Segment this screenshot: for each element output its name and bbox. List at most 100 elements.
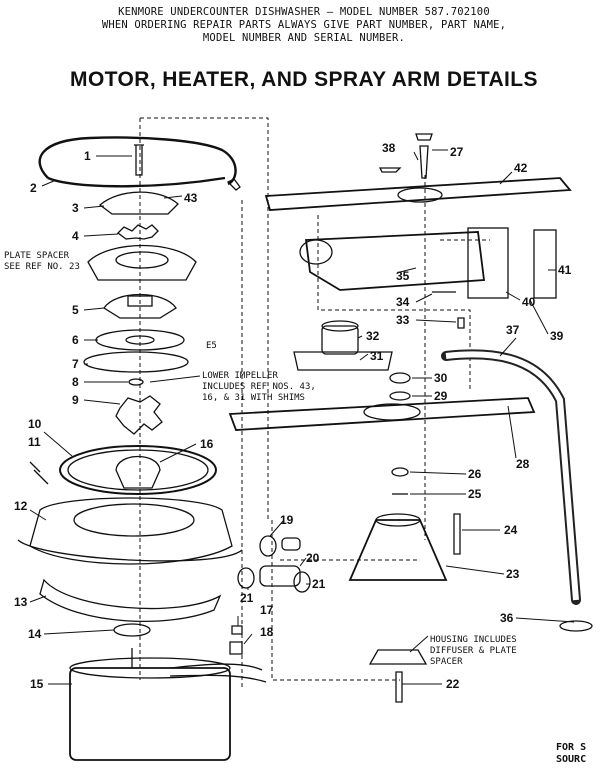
diffuser (368, 649, 428, 665)
callout-24: 24 (504, 523, 518, 537)
callout-11: 11 (28, 435, 41, 449)
part-9-impeller (115, 395, 163, 435)
part-5-bearing (103, 293, 177, 319)
footer-line-1: FOR S (556, 742, 587, 753)
callout-6: 6 (72, 333, 79, 347)
part-40-bracket (467, 227, 509, 299)
callout-34: 34 (396, 295, 410, 309)
heater-terminal (226, 178, 241, 191)
heater-element (38, 136, 237, 188)
callout-27: 27 (450, 145, 464, 159)
part-29-washer (389, 391, 411, 401)
part-31-spacer (293, 351, 393, 371)
note-housing-3: SPACER (430, 657, 463, 667)
callout-17: 17 (260, 603, 274, 617)
part-32-bearing (321, 325, 359, 355)
part-3-cap (98, 191, 179, 215)
callout-18: 18 (260, 625, 274, 639)
callout-8: 8 (72, 375, 79, 389)
callout-25: 25 (468, 487, 482, 501)
part-18-nut (229, 641, 243, 655)
part-16-cup (115, 456, 161, 489)
callout-15: 15 (30, 677, 44, 691)
callout-23: 23 (506, 567, 520, 581)
callout-1: 1 (84, 149, 91, 163)
callout-2: 2 (30, 181, 37, 195)
callout-numbers: 1 2 3 43 4 5 6 7 8 9 10 11 16 12 13 14 1… (14, 141, 572, 691)
callout-39: 39 (550, 329, 564, 343)
callout-33: 33 (396, 313, 410, 327)
callout-26: 26 (468, 467, 482, 481)
part-28-lower-spray-arm (228, 397, 536, 431)
callout-40: 40 (522, 295, 536, 309)
part-20-hose (259, 565, 301, 587)
callout-9: 9 (72, 393, 79, 407)
callout-22: 22 (446, 677, 460, 691)
callout-20: 20 (306, 551, 320, 565)
plate-spacer (87, 244, 197, 281)
part-11-screw (29, 461, 49, 485)
header-line-3: MODEL NUMBER AND SERIAL NUMBER. (202, 32, 406, 44)
diagram-title: MOTOR, HEATER, AND SPRAY ARM DETAILS (70, 68, 538, 91)
note-impeller-2: INCLUDES REF NOS. 43, (202, 382, 316, 392)
header-line-2: WHEN ORDERING REPAIR PARTS ALWAYS GIVE P… (101, 19, 507, 31)
callout-19: 19 (280, 513, 294, 527)
part-41-seal (533, 229, 557, 299)
part-21-clamp (237, 567, 255, 589)
drawing (17, 117, 593, 761)
part-35-manifold (304, 231, 486, 291)
callout-36: 36 (500, 611, 514, 625)
callout-30: 30 (434, 371, 448, 385)
callout-43: 43 (184, 191, 198, 205)
mark-e5: E5 (206, 341, 217, 351)
callout-28: 28 (516, 457, 530, 471)
callout-7: 7 (72, 357, 79, 371)
footer-text: FOR S SOURC (556, 742, 586, 766)
page-header: KENMORE UNDERCOUNTER DISHWASHER – MODEL … (0, 6, 608, 45)
callout-10: 10 (28, 417, 42, 431)
part-8-washer (128, 378, 144, 386)
part-17-screw (231, 625, 243, 635)
part-36-grommet (559, 620, 593, 632)
note-impeller-3: 16, & 31 WITH SHIMS (202, 393, 305, 403)
header-line-1: KENMORE UNDERCOUNTER DISHWASHER – MODEL … (118, 6, 490, 18)
callout-3: 3 (72, 201, 79, 215)
callout-5: 5 (72, 303, 79, 317)
note-impeller-1: LOWER IMPELLER (202, 371, 278, 381)
part-7-ring (83, 351, 189, 373)
note-plate-spacer-1: PLATE SPACER (4, 251, 70, 261)
part-19-clamp (259, 535, 277, 557)
callout-37: 37 (506, 323, 520, 337)
notes: PLATE SPACER SEE REF NO. 23 LOWER IMPELL… (4, 251, 517, 667)
part-4-gear (117, 224, 159, 240)
part-13-shroud (39, 578, 222, 622)
part-33-screw (457, 317, 465, 329)
footer-line-2: SOURC (556, 754, 587, 765)
note-plate-spacer-2: SEE REF NO. 23 (4, 262, 80, 272)
part-22-screw (395, 671, 403, 703)
part-15-motor (69, 667, 231, 761)
callout-29: 29 (434, 389, 448, 403)
part-12-pump-base (29, 497, 233, 565)
part-1-screw (134, 144, 144, 176)
part-10-gasket (59, 445, 217, 495)
part-27-bolt (415, 133, 433, 179)
part-14-seal (113, 623, 151, 637)
part-6-plate (95, 329, 185, 351)
callout-4: 4 (72, 229, 79, 243)
note-housing-1: HOUSING INCLUDES (430, 635, 517, 645)
part-42-upper-spray-arm (264, 177, 572, 211)
callout-42: 42 (514, 161, 528, 175)
callout-14: 14 (28, 627, 42, 641)
part-38-clip (378, 167, 402, 173)
leader-lines (29, 149, 575, 685)
part-24-screw (453, 513, 461, 555)
part-26-nut (391, 467, 409, 477)
callout-13: 13 (14, 595, 28, 609)
callout-31: 31 (370, 349, 384, 363)
callout-32: 32 (366, 329, 380, 343)
part-23-housing (348, 519, 448, 581)
callout-12: 12 (14, 499, 28, 513)
callout-21-left: 21 (240, 591, 254, 605)
